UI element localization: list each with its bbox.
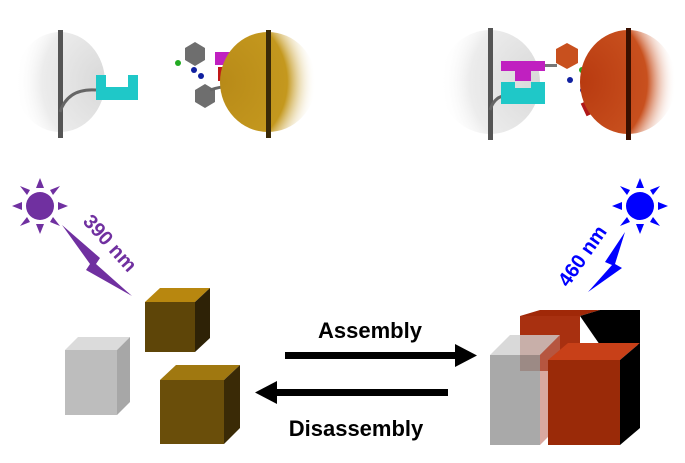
gold-cube: [160, 365, 240, 444]
atom-blue: [191, 67, 197, 73]
host-cyan: [501, 82, 545, 104]
linker: [545, 64, 557, 67]
gray-cube: [65, 337, 130, 415]
linker: [58, 88, 97, 113]
sun-icon-blue: [612, 178, 668, 234]
disassembly-label: Disassembly: [289, 416, 424, 441]
atom-blue: [198, 73, 204, 79]
wall-right: [266, 30, 271, 138]
disassembly-arrow: [255, 381, 448, 404]
azobenzene-ring: [195, 84, 215, 108]
disassembled-interface: [15, 30, 316, 138]
assembly-arrow: [285, 344, 477, 367]
wall-left: [488, 28, 493, 140]
wall-right: [626, 28, 631, 140]
assembled-cube-structure: [490, 310, 640, 445]
azobenzene-ring: [185, 42, 205, 66]
sun-icon-purple: [12, 178, 68, 234]
uv-light-source: 390 nm: [12, 178, 141, 296]
lightning-icon-purple: [62, 225, 132, 296]
assembled-interface: [440, 28, 676, 140]
blue-light-source: 460 nm: [554, 178, 668, 292]
host-cyan: [96, 75, 138, 100]
wall-left: [58, 30, 63, 138]
atom-blue: [567, 77, 573, 83]
atom-green: [175, 60, 181, 66]
assembly-label: Assembly: [318, 318, 423, 343]
guest-magenta: [501, 61, 545, 81]
lightning-icon-blue: [588, 232, 625, 292]
uv-wavelength-label: 390 nm: [78, 211, 140, 277]
gold-cube: [145, 288, 210, 352]
azobenzene-ring: [556, 43, 578, 69]
